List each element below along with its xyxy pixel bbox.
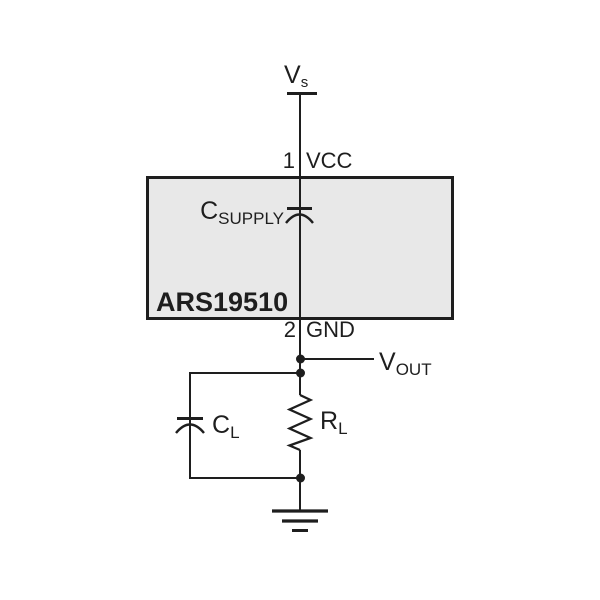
load-capacitor-icon [175,417,205,434]
bypass-capacitor-symbol-text: C [200,197,219,225]
junction-dot-load-top [296,368,305,378]
ground-icon [272,509,328,532]
output-voltage-symbol: V [379,348,396,376]
output-voltage-subscript: OUT [395,360,432,379]
pin2-label: GND [306,317,355,342]
junction-dot-load-bottom [296,473,305,483]
supply-voltage-symbol: V [284,61,301,89]
load-resistor-symbol-text: R [320,407,339,435]
load-resistor-icon [286,393,314,452]
bypass-capacitor-label: CSUPPLY [120,197,284,228]
chip-name-label: ARS19510 [156,287,289,317]
pin1-number: 1 [282,148,295,173]
output-voltage-label: VOUT [379,348,432,379]
load-resistor-subscript: L [338,419,348,438]
supply-voltage-label: Vs [284,61,309,91]
supply-voltage-subscript: s [300,74,309,91]
load-resistor-label: RL [320,407,348,438]
bypass-capacitor-subscript: SUPPLY [218,209,284,228]
bypass-capacitor-icon [285,207,314,224]
load-capacitor-subscript: L [230,423,240,442]
pin1-label: VCC [306,148,353,173]
pin2-number: 2 [283,317,296,342]
load-capacitor-label: CL [212,411,240,442]
load-capacitor-symbol-text: C [212,411,231,439]
